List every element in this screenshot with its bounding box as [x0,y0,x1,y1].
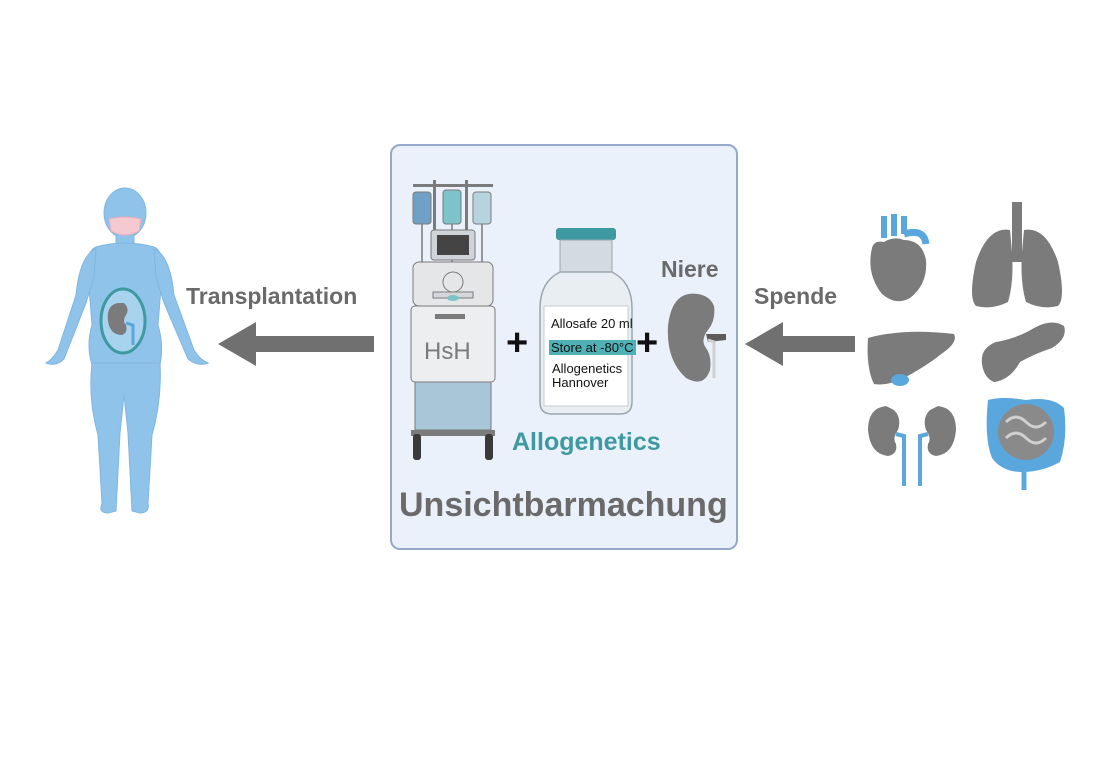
intestines-icon [986,398,1066,490]
heart-icon [870,214,930,302]
human-figure-icon [44,187,210,514]
arrow-left-icon [745,322,855,366]
transplantation-label: Transplantation [186,283,358,309]
allogenetics-label: Allogenetics [512,428,661,456]
plus-sign-1: + [506,322,529,364]
kidneys-icon [868,406,956,486]
vial-label-line2: Store at -80°C [549,340,636,355]
niere-label: Niere [661,256,719,282]
vial-label-line3: Allogenetics [552,361,623,376]
vial-label-line4: Hannover [552,375,609,390]
machine-label: HsH [424,338,471,365]
arrow-left-icon [218,322,374,366]
process-title: Unsichtbarmachung [399,486,728,524]
kidney-icon [667,293,726,382]
perfusion-machine-icon [410,180,496,460]
vial-label-line1: Allosafe 20 ml [551,316,633,331]
pancreas-icon [981,322,1065,382]
lungs-icon [972,202,1062,308]
plus-sign-2: + [636,322,659,364]
liver-icon [867,331,955,386]
spende-label: Spende [754,283,838,309]
